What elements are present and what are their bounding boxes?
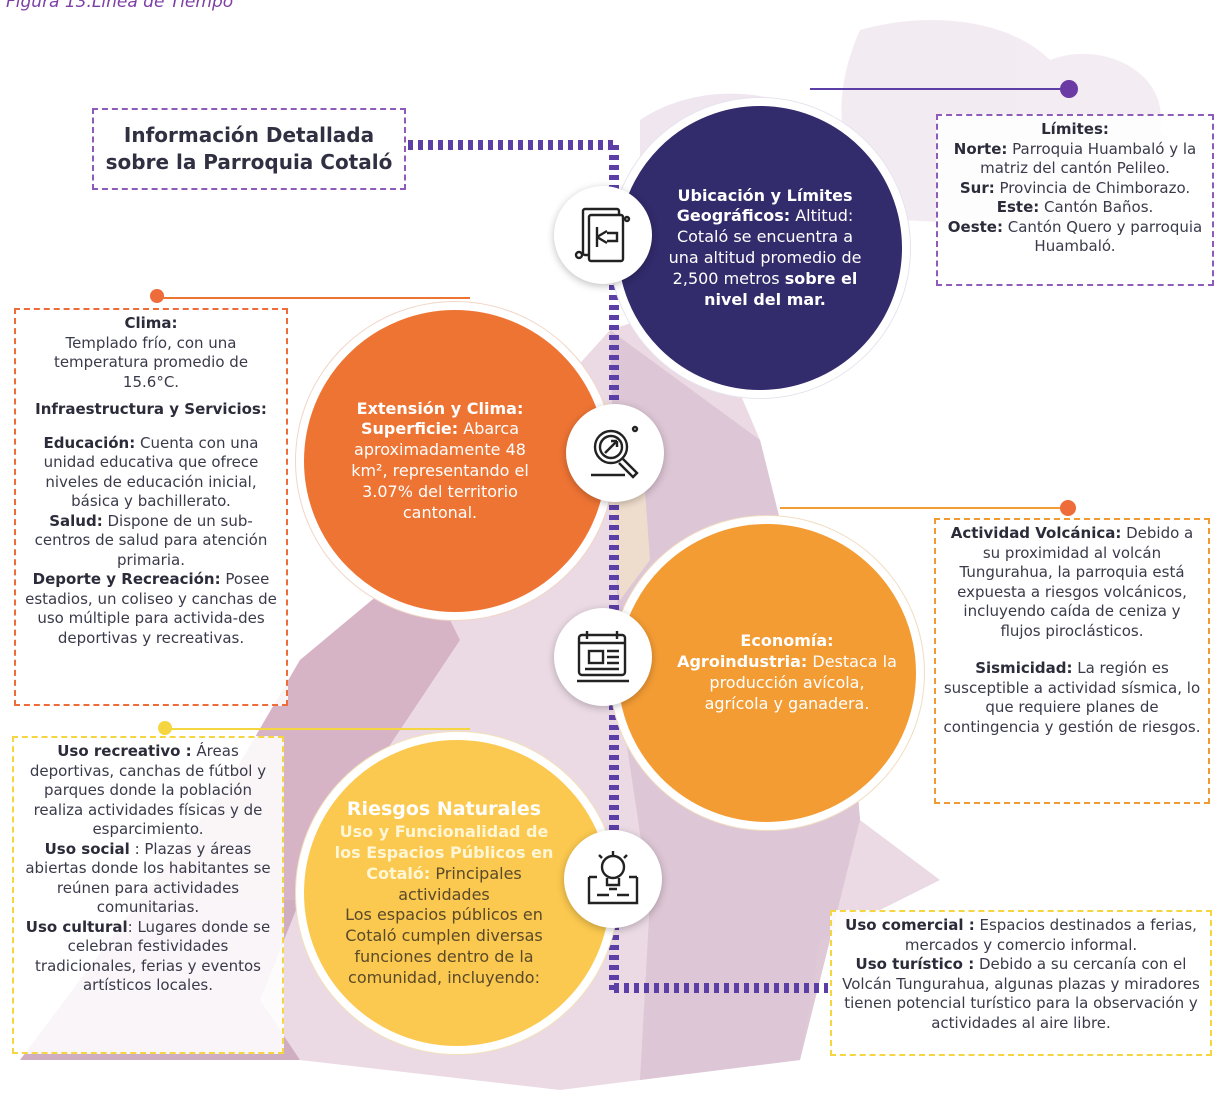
agroindustria-label: Agroindustria:	[677, 652, 808, 672]
ubicacion-circle: Ubicación y Límites Geográficos: Altitud…	[610, 98, 910, 398]
uso-social-text: : Plazas y áreas abiertas donde los habi…	[25, 839, 271, 917]
oeste-text: Cantón Quero y parroquia Huambaló.	[1002, 217, 1203, 256]
ubicacion-heading: Ubicación y Límites Geográficos:	[676, 185, 853, 226]
clima-marker	[150, 289, 164, 303]
infra-heading: Infraestructura y Servicios:	[35, 400, 267, 418]
uso-comercial-label: Uso comercial :	[845, 916, 975, 934]
educacion-label: Educación:	[43, 433, 136, 452]
sismicidad-label: Sismicidad:	[975, 659, 1073, 677]
uso-cultural-text: : Lugares donde se celebran festividades…	[35, 917, 271, 995]
uso-recreativo-label: Uso recreativo :	[57, 742, 192, 760]
salud-label: Salud:	[49, 511, 103, 530]
deporte-label: Deporte y Recreación:	[32, 570, 221, 588]
uso-comercial-text: Espacios destinados a ferias, mercados y…	[904, 916, 1197, 954]
sur-label: Sur:	[959, 178, 995, 197]
limites-box: Límites: Norte: Parroquia Huambaló y la …	[936, 114, 1214, 286]
norte-label: Norte:	[953, 139, 1008, 158]
actividad-volcanica-label: Actividad Volcánica:	[950, 524, 1122, 542]
extension-text: Abarca aproximadamente 48 km², represent…	[351, 419, 529, 522]
clima-text: Templado frío, con una temperatura prome…	[53, 333, 249, 391]
economia-circle: Economía: Agroindustria: Destaca la prod…	[610, 516, 924, 830]
superficie-label: Superficie:	[360, 419, 459, 439]
economia-text: Destaca la producción avícola, agrícola …	[704, 652, 897, 713]
este-text: Cantón Baños.	[1039, 198, 1154, 216]
limites-heading: Límites:	[1041, 120, 1109, 138]
uso-box: Uso recreativo : Áreas deportivas, canch…	[12, 736, 284, 1054]
comercial-box: Uso comercial : Espacios destinados a fe…	[830, 910, 1212, 1056]
riesgos-heading: Riesgos Naturales	[346, 798, 542, 821]
uso-social-label: Uso social	[44, 839, 130, 858]
document-map-icon	[554, 186, 652, 284]
riesgos-circle: Riesgos Naturales Uso y Funcionalidad de…	[296, 732, 618, 1054]
uso-marker	[158, 721, 172, 735]
uso-cultural-label: Uso cultural	[25, 917, 128, 936]
clima-heading: Clima:	[124, 314, 178, 332]
limites-marker	[1060, 80, 1078, 98]
ubicacion-bold-end: sobre el nivel del mar.	[704, 268, 858, 309]
ubicacion-text: Altitud: Cotaló se encuentra a una altit…	[668, 206, 862, 288]
salud-text: Dispone de un sub-centros de salud para …	[34, 511, 268, 569]
deporte-text: Posee estadios, un coliseo y canchas de …	[25, 570, 277, 647]
uso-turistico-label: Uso turístico :	[855, 955, 975, 973]
calendar-chart-icon	[554, 608, 652, 706]
uso-recreativo-text: Áreas deportivas, canchas de fútbol y pa…	[29, 742, 267, 838]
riesgos-text2: Los espacios públicos en Cotaló cumplen …	[345, 905, 543, 987]
main-title: Información Detallada sobre la Parroquia…	[92, 108, 406, 190]
sismicidad-text: La región es susceptible a actividad sís…	[943, 659, 1201, 736]
actividad-volcanica-text: Debido a su proximidad al volcán Tungura…	[957, 524, 1194, 640]
oeste-label: Oeste:	[947, 217, 1003, 236]
este-label: Este:	[996, 198, 1040, 216]
espacios-heading: Uso y Funcionalidad de los Espacios Públ…	[334, 822, 554, 883]
sur-text: Provincia de Chimborazo.	[994, 178, 1191, 197]
lightbulb-plan-icon	[564, 830, 662, 928]
riesgos-text1: Principales actividades	[398, 863, 522, 904]
volcan-marker	[1060, 500, 1076, 516]
magnifier-icon	[566, 404, 664, 502]
figure-caption: Figura 13.Línea de Tiempo	[6, 0, 234, 12]
volcan-box: Actividad Volcánica: Debido a su proximi…	[934, 518, 1210, 804]
norte-text: Parroquia Huambaló y la matriz del cantó…	[980, 139, 1197, 178]
educacion-text: Cuenta con una unidad educativa que ofre…	[43, 433, 259, 511]
extension-circle: Extensión y Clima: Superficie: Abarca ap…	[296, 302, 614, 620]
extension-heading: Extensión y Clima:	[356, 398, 524, 418]
economia-heading: Economía:	[740, 631, 834, 651]
uso-turistico-text: Debido a su cercanía con el Volcán Tungu…	[842, 955, 1200, 1032]
clima-box: Clima: Templado frío, con una temperatur…	[14, 308, 288, 706]
